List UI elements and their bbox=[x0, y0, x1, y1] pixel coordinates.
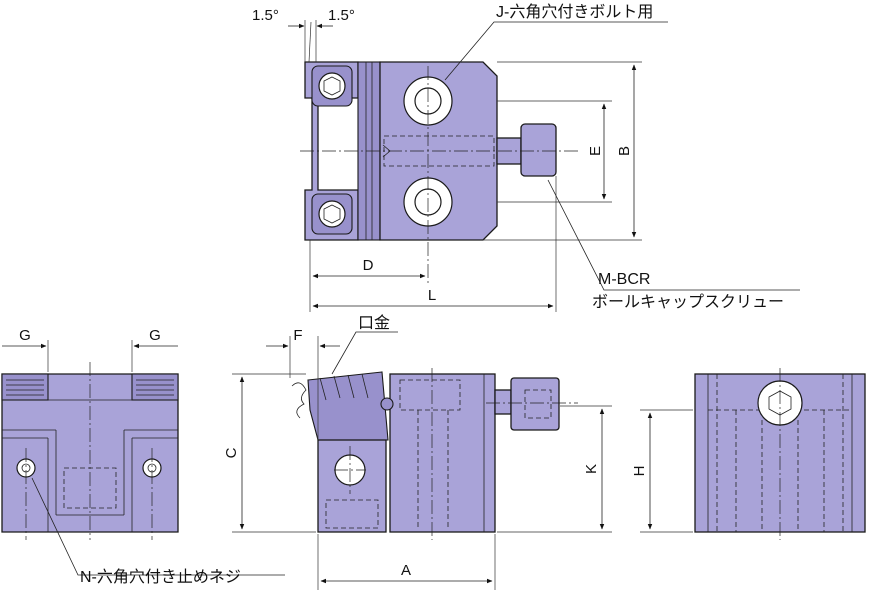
side-main-body bbox=[389, 373, 496, 533]
dim-K-label: K bbox=[583, 464, 600, 474]
set-screw-callout: N-六角穴付き止めネジ bbox=[80, 568, 241, 586]
angle-label-right: 1.5° bbox=[328, 7, 355, 24]
dim-L-label: L bbox=[428, 287, 436, 304]
jaw-callout: 口金 bbox=[358, 314, 390, 332]
bolt-callout: J-六角穴付きボルト用 bbox=[496, 3, 653, 21]
dim-D-label: D bbox=[363, 257, 374, 274]
screw-code-label: M-BCR bbox=[598, 271, 650, 288]
top-hex-socket-upper bbox=[318, 72, 346, 100]
set-screw-leader bbox=[31, 477, 285, 576]
dim-G-right-label: G bbox=[149, 327, 161, 344]
bolt-leader bbox=[444, 21, 668, 81]
side-jaw-tilted bbox=[307, 371, 389, 441]
angle-label-left: 1.5° bbox=[252, 7, 279, 24]
side-screw-shank bbox=[494, 389, 512, 415]
dim-F-label: F bbox=[293, 327, 302, 344]
screw-name-label: ボールキャップスクリュー bbox=[592, 293, 784, 311]
front-view bbox=[1, 340, 285, 576]
dim-A-label: A bbox=[401, 562, 411, 579]
side-screw-cap bbox=[510, 377, 560, 431]
top-hex-socket-lower bbox=[318, 200, 346, 228]
top-view bbox=[288, 20, 642, 312]
dim-B-label: B bbox=[616, 146, 633, 156]
dim-E-label: E bbox=[587, 146, 604, 156]
jaw-leader bbox=[331, 331, 398, 375]
dim-H-label: H bbox=[631, 466, 648, 477]
top-screw-cap bbox=[520, 123, 557, 177]
dim-G-left-label: G bbox=[19, 327, 31, 344]
screw-leader bbox=[547, 179, 800, 291]
side-lower-block bbox=[317, 439, 387, 533]
dim-C-label: C bbox=[223, 447, 240, 458]
rear-view bbox=[640, 368, 866, 540]
side-view bbox=[232, 331, 612, 590]
